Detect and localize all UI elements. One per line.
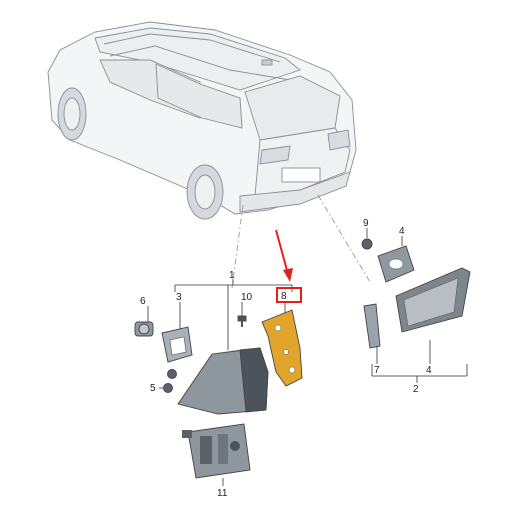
callout-4-top: 4 [399, 226, 405, 237]
callout-9: 9 [363, 218, 369, 229]
bulb-socket-part-6 [134, 321, 154, 337]
lamp-holder-part-11 [182, 423, 251, 479]
callout-7: 7 [374, 365, 380, 376]
vehicle-illustration [47, 21, 357, 220]
bracket-part-8 [261, 309, 303, 387]
tail-lamp-right-part-4 [395, 267, 471, 333]
nuts-part-5 [163, 369, 177, 393]
callout-2: 2 [413, 384, 419, 395]
highlight-box [276, 287, 302, 303]
callout-3: 3 [176, 292, 182, 303]
gasket-part-4 [377, 245, 415, 283]
tail-lamp-part [177, 347, 269, 415]
callout-6: 6 [140, 296, 146, 307]
callout-1: 1 [229, 270, 235, 281]
gasket-part-3 [161, 326, 193, 363]
callout-8: 8 [281, 291, 287, 302]
dashed-leaders [231, 194, 371, 289]
callout-10: 10 [241, 292, 253, 303]
callout-5: 5 [150, 383, 156, 394]
callout-bracket-2 [371, 364, 468, 383]
callout-11: 11 [217, 488, 228, 499]
red-arrow-icon [275, 229, 293, 282]
callout-4-bottom: 4 [426, 365, 432, 376]
nut-part-9 [361, 238, 373, 250]
screw-part-10 [237, 315, 247, 327]
trim-strip-part-7 [363, 303, 381, 349]
